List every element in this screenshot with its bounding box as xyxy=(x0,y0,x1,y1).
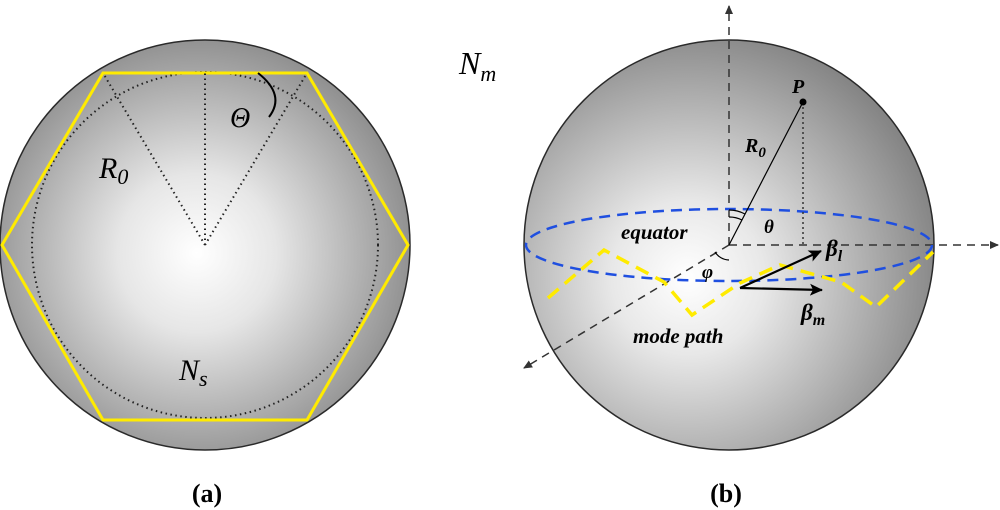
inscribed-circle xyxy=(31,71,379,419)
theta-label: θ xyxy=(764,217,774,238)
radius-to-p xyxy=(728,101,804,246)
beta-l-vector xyxy=(739,249,822,290)
caption-a: (a) xyxy=(192,479,222,508)
x-axis xyxy=(523,244,730,369)
caption-b: (b) xyxy=(710,479,742,508)
theta-arc xyxy=(728,209,746,215)
beta-m-label: βm xyxy=(800,300,825,329)
beta-m-vector xyxy=(739,283,823,296)
beta-l-label: βl xyxy=(825,236,843,265)
equator-label: equator xyxy=(621,220,688,244)
panel-b: Nm P R0 θ φ equator mode path βl βm (b) xyxy=(458,5,999,508)
point-p xyxy=(799,98,807,106)
mode-path-label: mode path xyxy=(633,324,723,348)
radius-label-b: R0 xyxy=(744,135,766,161)
phi-arc xyxy=(714,251,730,261)
phi-label: φ xyxy=(702,262,713,283)
theta-arc-inner xyxy=(728,216,743,221)
sphere-index-label: Ns xyxy=(178,354,208,391)
radius-label-a: R0 xyxy=(98,152,128,189)
mode-path-zigzag xyxy=(546,247,935,318)
panel-a: R0 Θ Ns (a) xyxy=(0,39,411,508)
equator-ellipse xyxy=(524,207,934,283)
incidence-angle-label: Θ xyxy=(230,103,250,134)
point-p-label: P xyxy=(791,76,805,98)
medium-index-label: Nm xyxy=(458,45,496,86)
hexagonal-mode-path xyxy=(0,71,410,422)
incidence-angle-arc xyxy=(257,72,277,118)
